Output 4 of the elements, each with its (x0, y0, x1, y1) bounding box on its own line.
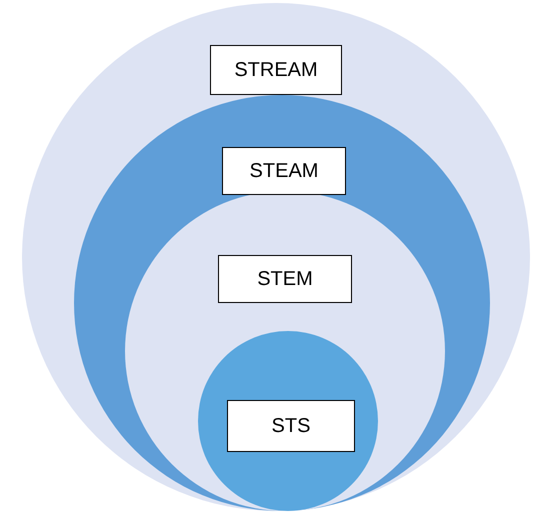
label: STS (227, 400, 355, 452)
label: STEM (218, 255, 352, 303)
label: STREAM (210, 45, 342, 95)
label: STEAM (222, 147, 346, 195)
